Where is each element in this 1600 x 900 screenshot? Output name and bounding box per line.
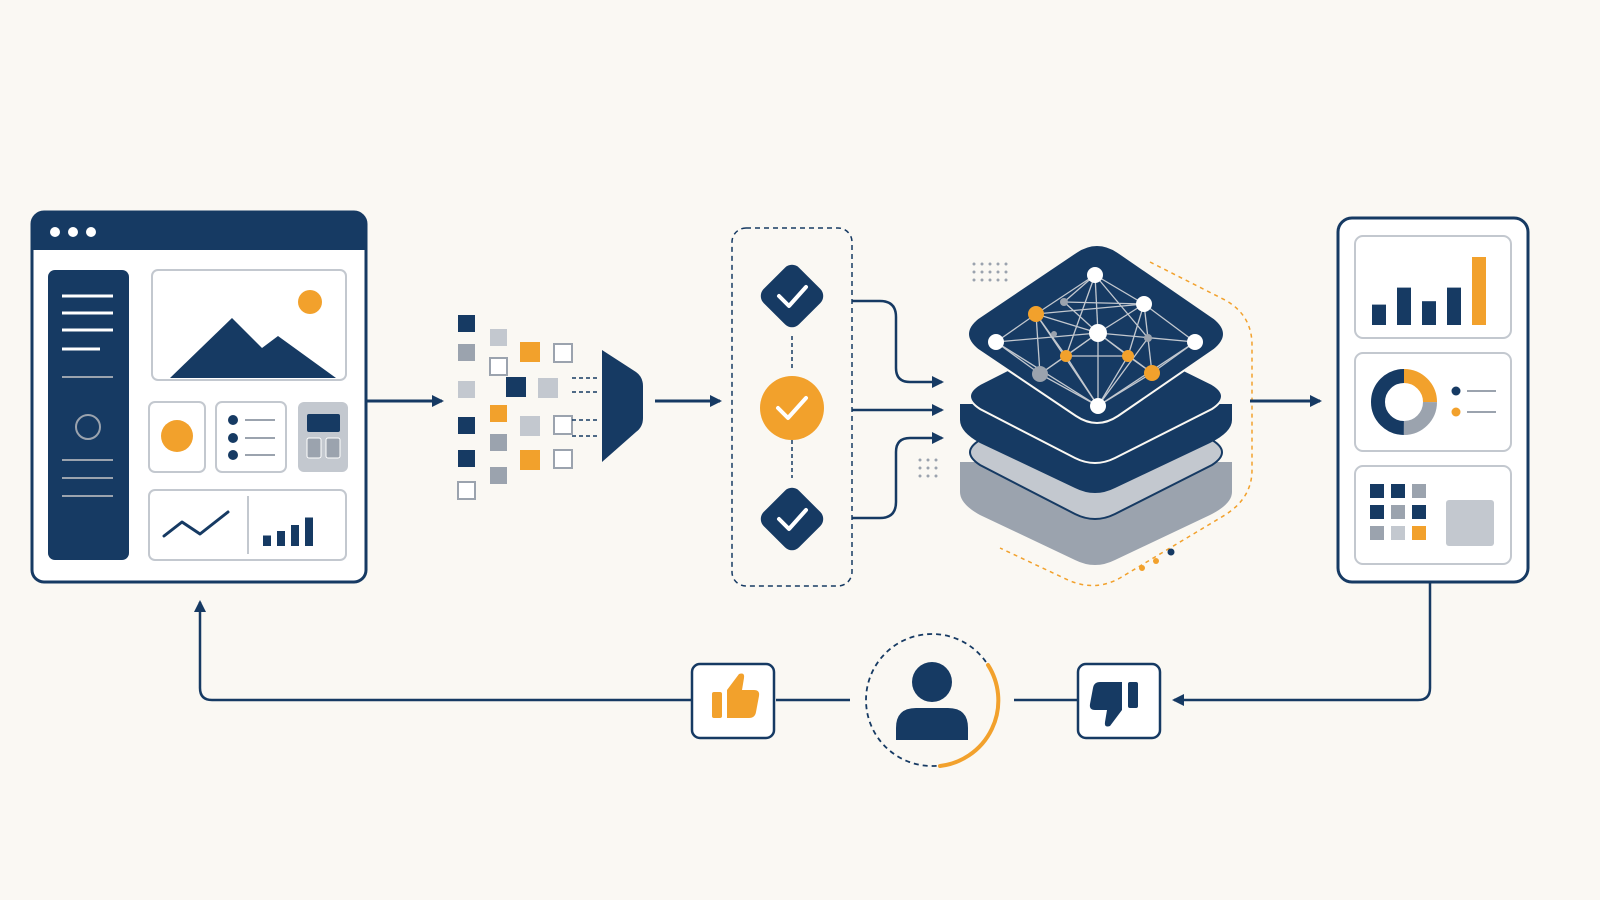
dashboard-grid-card — [1354, 465, 1512, 565]
mini-bar — [263, 535, 271, 546]
sidebar-panel — [48, 270, 129, 560]
mini-bar — [305, 517, 313, 546]
dashboard-bar-card — [1354, 235, 1512, 339]
line-chart-icon — [162, 510, 230, 538]
bar-chart-bar — [1447, 287, 1461, 325]
mini-bar — [277, 531, 285, 546]
checkmark-icon — [760, 376, 824, 440]
dashboard-donut-card — [1354, 352, 1512, 452]
bar-chart-bar — [1397, 287, 1411, 325]
data-squares-icon — [457, 315, 598, 500]
bar-chart-bar — [1372, 304, 1386, 325]
dashboard-icon — [1336, 216, 1530, 584]
checkmark-icon — [760, 264, 824, 328]
orange-dot-card — [148, 401, 206, 473]
radio-circle-icon — [75, 414, 101, 440]
feedback-loop — [194, 582, 1432, 706]
thumbs-down-icon — [1076, 662, 1162, 740]
checkmark-icon — [760, 487, 824, 551]
validation-panel — [731, 227, 853, 587]
bar-chart-bar — [1422, 301, 1436, 325]
neural-network-stack-icon — [918, 244, 1253, 587]
mini-bar-chart-icon — [263, 517, 313, 546]
donut-segment — [1371, 369, 1437, 435]
donut-segment — [1371, 369, 1437, 435]
funnel-icon — [602, 350, 643, 462]
thumbs-up-icon — [690, 662, 776, 740]
bar-chart-icon — [1372, 257, 1486, 325]
window-dot-icon — [86, 227, 96, 237]
mini-bar — [291, 525, 299, 546]
layout-card — [298, 402, 348, 472]
network-nodes — [988, 267, 1203, 414]
list-card — [215, 401, 287, 473]
donut-chart-icon — [1371, 369, 1437, 435]
browser-window-icon — [30, 210, 368, 584]
mountain-image-icon — [151, 269, 347, 381]
window-dot-icon — [68, 227, 78, 237]
chart-card — [148, 489, 347, 561]
window-dot-icon — [50, 227, 60, 237]
user-icon — [865, 633, 1001, 768]
bar-chart-bar — [1472, 257, 1486, 325]
validation-to-model-connectors — [852, 299, 944, 520]
